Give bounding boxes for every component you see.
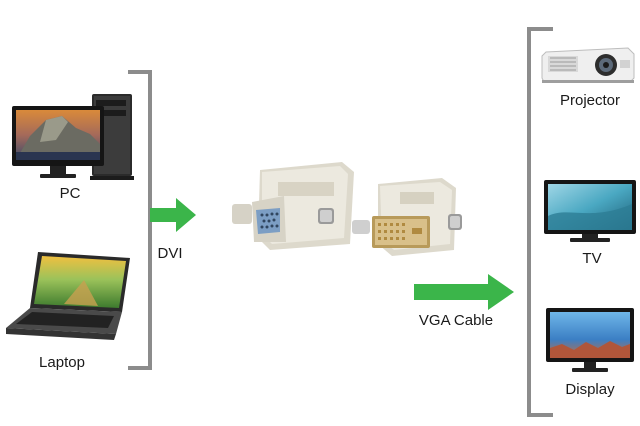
projector-label: Projector [559, 92, 621, 109]
sources-bracket [128, 70, 152, 370]
vga-arrow-icon [414, 274, 514, 310]
laptop-label: Laptop [39, 354, 85, 371]
dvi-vga-adapter-icon [232, 162, 462, 256]
projector-device [540, 44, 636, 86]
desktop-pc-icon [12, 94, 134, 180]
display-label: Display [565, 381, 615, 398]
monitor-icon [546, 308, 634, 372]
tv-device [544, 180, 636, 244]
outputs-bracket [527, 27, 553, 417]
adapter-image [222, 158, 472, 268]
projector-icon [541, 47, 635, 83]
laptop-icon [6, 252, 130, 340]
display-device [546, 308, 634, 374]
pc-label: PC [59, 185, 81, 202]
pc-device [10, 90, 140, 185]
dvi-label: DVI [157, 245, 183, 262]
vga-cable-label: VGA Cable [418, 312, 494, 329]
tv-icon [544, 180, 636, 242]
dvi-arrow-icon [150, 198, 196, 232]
laptop-device [4, 250, 132, 350]
tv-label: TV [582, 250, 602, 267]
